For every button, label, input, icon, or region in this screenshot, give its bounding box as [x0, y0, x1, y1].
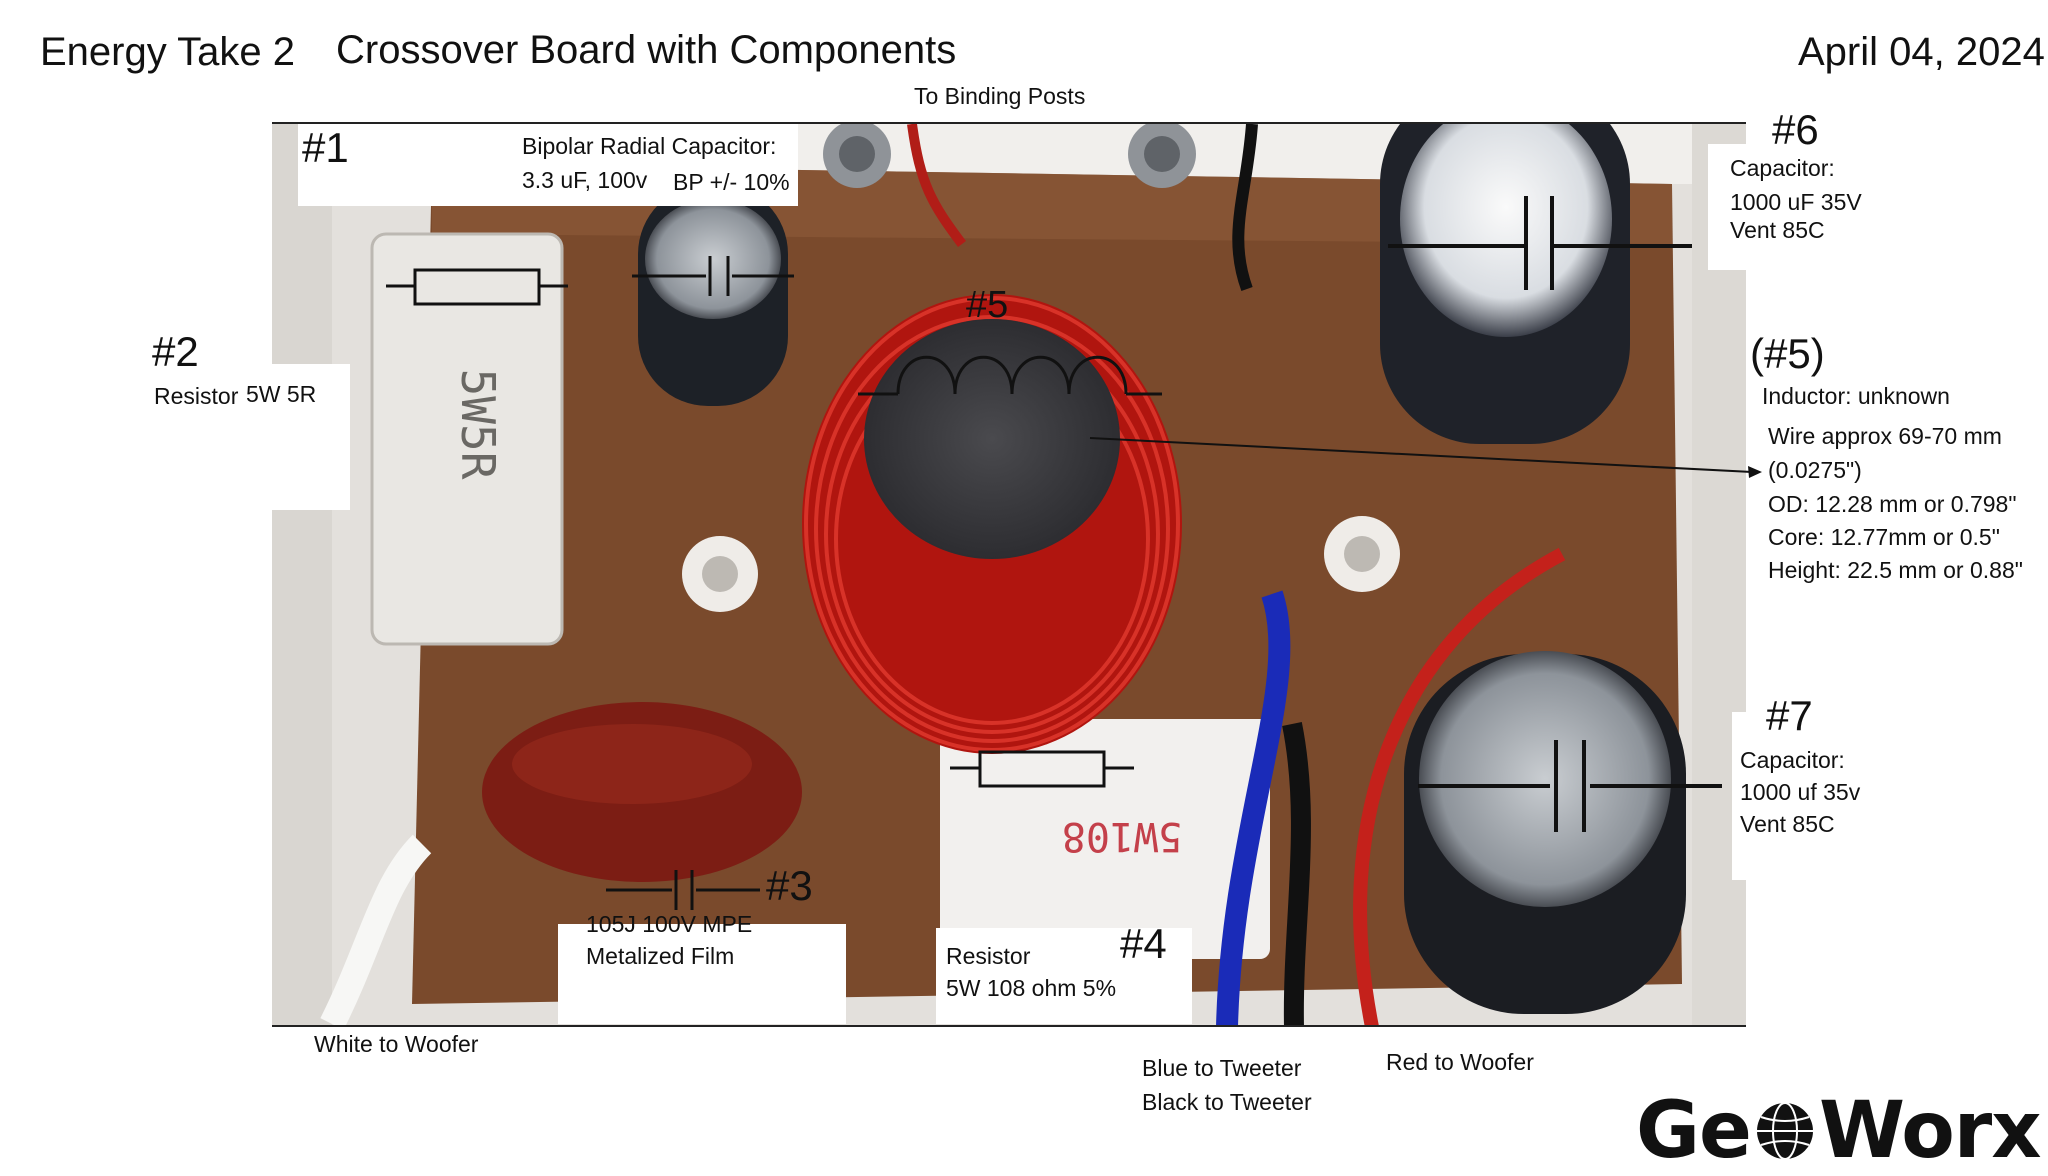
logo-text-ge: Ge: [1636, 1086, 1752, 1176]
inductor-core: [864, 319, 1120, 559]
resistor4-value: 5W 108 ohm 5%: [946, 975, 1117, 1001]
logo-text-worx: Worx: [1818, 1086, 2042, 1176]
label-number-5-ref: (#5): [1750, 330, 1825, 377]
resistor-108-marking: 5W108: [1062, 813, 1182, 859]
cap1-type: Bipolar Radial Capacitor:: [522, 133, 777, 159]
globe-icon: [1756, 1102, 1813, 1160]
resistor2-type: Resistor: [154, 383, 239, 409]
model-name: Energy Take 2: [40, 30, 295, 74]
label-number-6: #6: [1772, 106, 1819, 153]
crossover-board-photo: 5W5R 5W108: [272, 124, 1746, 1027]
red-wire-bottom: [1353, 547, 1566, 1027]
cap3-value: 105J 100V MPE: [586, 911, 753, 937]
resistor-108-body: [940, 719, 1270, 959]
inductor-od: OD: 12.28 mm or 0.798": [1768, 491, 2017, 517]
cap6-rating: Vent 85C: [1730, 217, 1825, 243]
inductor-wire: Wire approx 69-70 mm: [1768, 423, 2002, 449]
label-number-3: #3: [766, 862, 813, 909]
geoworx-logo: Ge Worx: [1636, 1086, 2042, 1176]
photo-bottom-border: [272, 1025, 1746, 1027]
page-title: Crossover Board with Components: [336, 28, 957, 72]
note-capacitor-7: [1732, 712, 1890, 880]
label-number-2: #2: [152, 328, 199, 375]
resistor2-value: 5W 5R: [246, 381, 317, 407]
crossover-board-illustration: 5W5R 5W108: [272, 124, 1746, 1027]
resistor-5w5r-body: [370, 232, 564, 646]
note-resistor-2: [152, 364, 350, 510]
label-number-7: #7: [1766, 692, 1813, 739]
cap7-type: Capacitor:: [1740, 747, 1845, 773]
blue-wire: [1216, 590, 1291, 1027]
red-wire-label: Red to Woofer: [1386, 1049, 1534, 1075]
cap6-type: Capacitor:: [1730, 155, 1835, 181]
red-wire-top: [907, 124, 967, 247]
note-capacitor-3: [558, 924, 846, 1024]
cap7-rating: Vent 85C: [1740, 811, 1835, 837]
white-wire-label: White to Woofer: [314, 1031, 479, 1057]
white-wire: [320, 834, 432, 1027]
cap1-tolerance: BP +/- 10%: [673, 169, 790, 195]
blue-wire-label: Blue to Tweeter: [1142, 1055, 1302, 1081]
inductor-height: Height: 22.5 mm or 0.88": [1768, 557, 2023, 583]
label-number-4: #4: [1120, 920, 1167, 967]
black-wire-top: [1232, 124, 1258, 292]
photo-top-border: [272, 122, 1746, 124]
note-capacitor-1: [298, 124, 798, 206]
label-number-1: #1: [302, 124, 349, 171]
date-label: April 04, 2024: [1798, 30, 2045, 74]
inductor-core: Core: 12.77mm or 0.5": [1768, 524, 2000, 550]
inductor-leader-arrowhead: [1748, 466, 1762, 478]
inductor-type: Inductor: unknown: [1762, 383, 1950, 409]
cap3-type: Metalized Film: [586, 943, 735, 969]
note-capacitor-6: [1708, 144, 1858, 270]
black-wire-label: Black to Tweeter: [1142, 1089, 1312, 1115]
inductor-wire-inches: (0.0275"): [1768, 457, 1862, 483]
resistor-5w5r-marking: 5W5R: [451, 369, 505, 480]
black-wire-bottom: [1282, 722, 1311, 1027]
label-number-5: #5: [966, 284, 1009, 326]
resistor4-type: Resistor: [946, 943, 1031, 969]
note-resistor-4: [936, 928, 1192, 1024]
cap7-value: 1000 uf 35v: [1740, 779, 1861, 805]
cap6-value: 1000 uF 35V: [1730, 189, 1862, 215]
binding-posts-label: To Binding Posts: [914, 83, 1086, 109]
cap1-value: 3.3 uF, 100v: [522, 167, 648, 193]
